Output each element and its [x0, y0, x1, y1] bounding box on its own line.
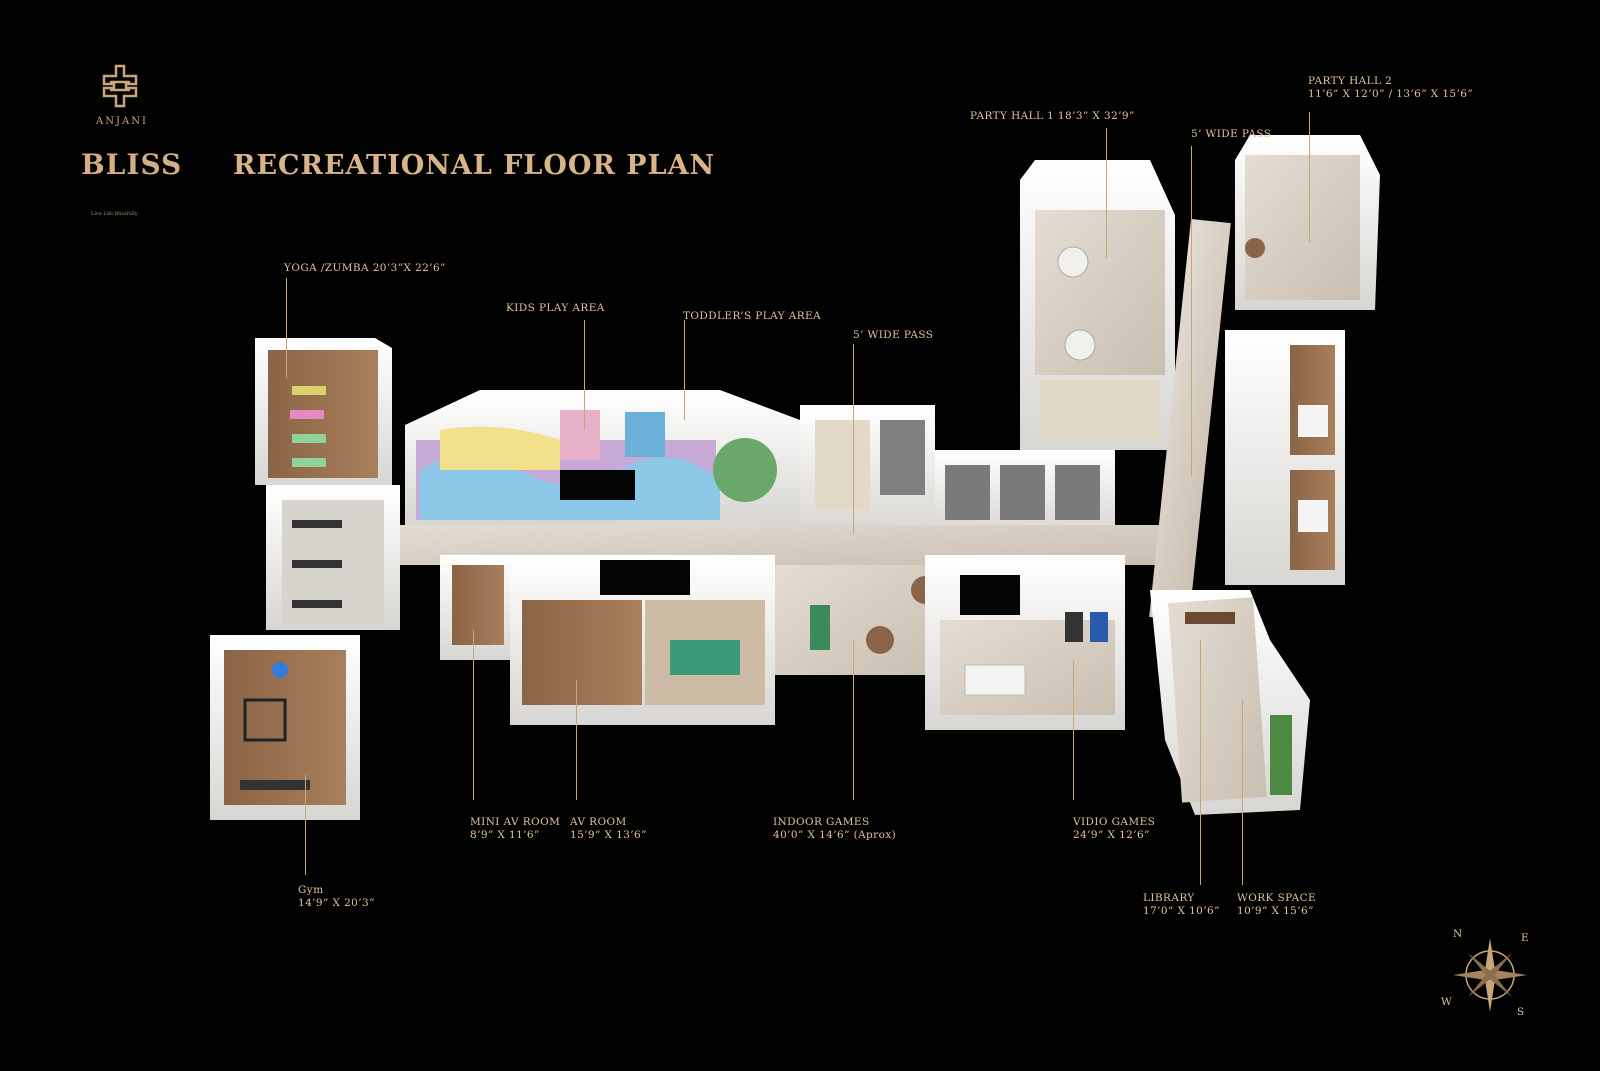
party-hall-2	[1235, 135, 1380, 310]
label-library: LIBRARY 17’0” X 10’6”	[1143, 892, 1220, 917]
compass-w: W	[1441, 996, 1453, 1008]
label-toddler: TODDLER’S PLAY AREA	[683, 310, 822, 322]
leader-yoga	[286, 278, 287, 378]
leader-pass-right	[1191, 146, 1192, 476]
bedrooms	[1225, 330, 1345, 585]
compass-icon	[1453, 938, 1527, 1012]
leader-party1	[1106, 128, 1107, 258]
label-indoor: INDOOR GAMES 40’0” X 14’6” (Aprox)	[773, 816, 897, 841]
leader-kids	[584, 320, 585, 430]
label-work: WORK SPACE 10’9” X 15’6”	[1237, 892, 1317, 917]
page-title: RECREATIONAL FLOOR PLAN	[233, 150, 716, 181]
leader-indoor	[853, 640, 854, 800]
label-yoga: YOGA /ZUMBA 20’3”X 22’6”	[284, 262, 446, 274]
library-work	[1150, 590, 1310, 815]
indoor-games	[775, 555, 1125, 730]
leader-party2	[1309, 112, 1310, 242]
label-mini-av: MINI AV ROOM 8’9” X 11’6”	[470, 816, 561, 841]
right-corridor	[1149, 219, 1231, 621]
center-core	[800, 405, 1115, 535]
tagline: Live Life Blissfully	[91, 211, 138, 217]
compass-s: S	[1517, 1006, 1525, 1018]
kids-play-area	[405, 390, 800, 525]
leader-work	[1242, 700, 1243, 885]
label-party1: PARTY HALL 1 18’3” X 32’9”	[970, 110, 1135, 122]
leader-av	[576, 680, 577, 800]
project-name: BLISS	[81, 148, 183, 181]
label-video: VIDIO GAMES 24’9” X 12’6”	[1073, 816, 1156, 841]
leader-library	[1200, 640, 1201, 885]
label-pass-center: 5’ WIDE PASS	[853, 329, 934, 341]
party-hall-1	[1020, 160, 1175, 450]
leader-gym	[305, 775, 306, 875]
brand-logo-icon	[102, 64, 138, 108]
label-kids: KIDS PLAY AREA	[506, 302, 605, 314]
yoga-room	[255, 338, 392, 485]
leader-pass-center	[853, 344, 854, 534]
brand-name: ANJANI	[96, 116, 148, 127]
label-gym: Gym 14’9” X 20’3”	[298, 884, 375, 909]
label-pass-right: 5’ WIDE PASS	[1191, 128, 1272, 140]
leader-video	[1073, 660, 1074, 800]
label-party2: PARTY HALL 2 11’6” X 12’0” / 13’6” X 15’…	[1308, 75, 1474, 100]
label-av: AV ROOM 15’9” X 13’6”	[570, 816, 647, 841]
leader-mini-av	[473, 630, 474, 800]
compass-n: N	[1453, 928, 1463, 940]
av-rooms	[440, 555, 775, 725]
leader-toddler	[684, 320, 685, 420]
gym-area	[210, 485, 400, 820]
compass-rose: N E S W	[1441, 928, 1535, 1020]
compass-e: E	[1521, 932, 1530, 944]
